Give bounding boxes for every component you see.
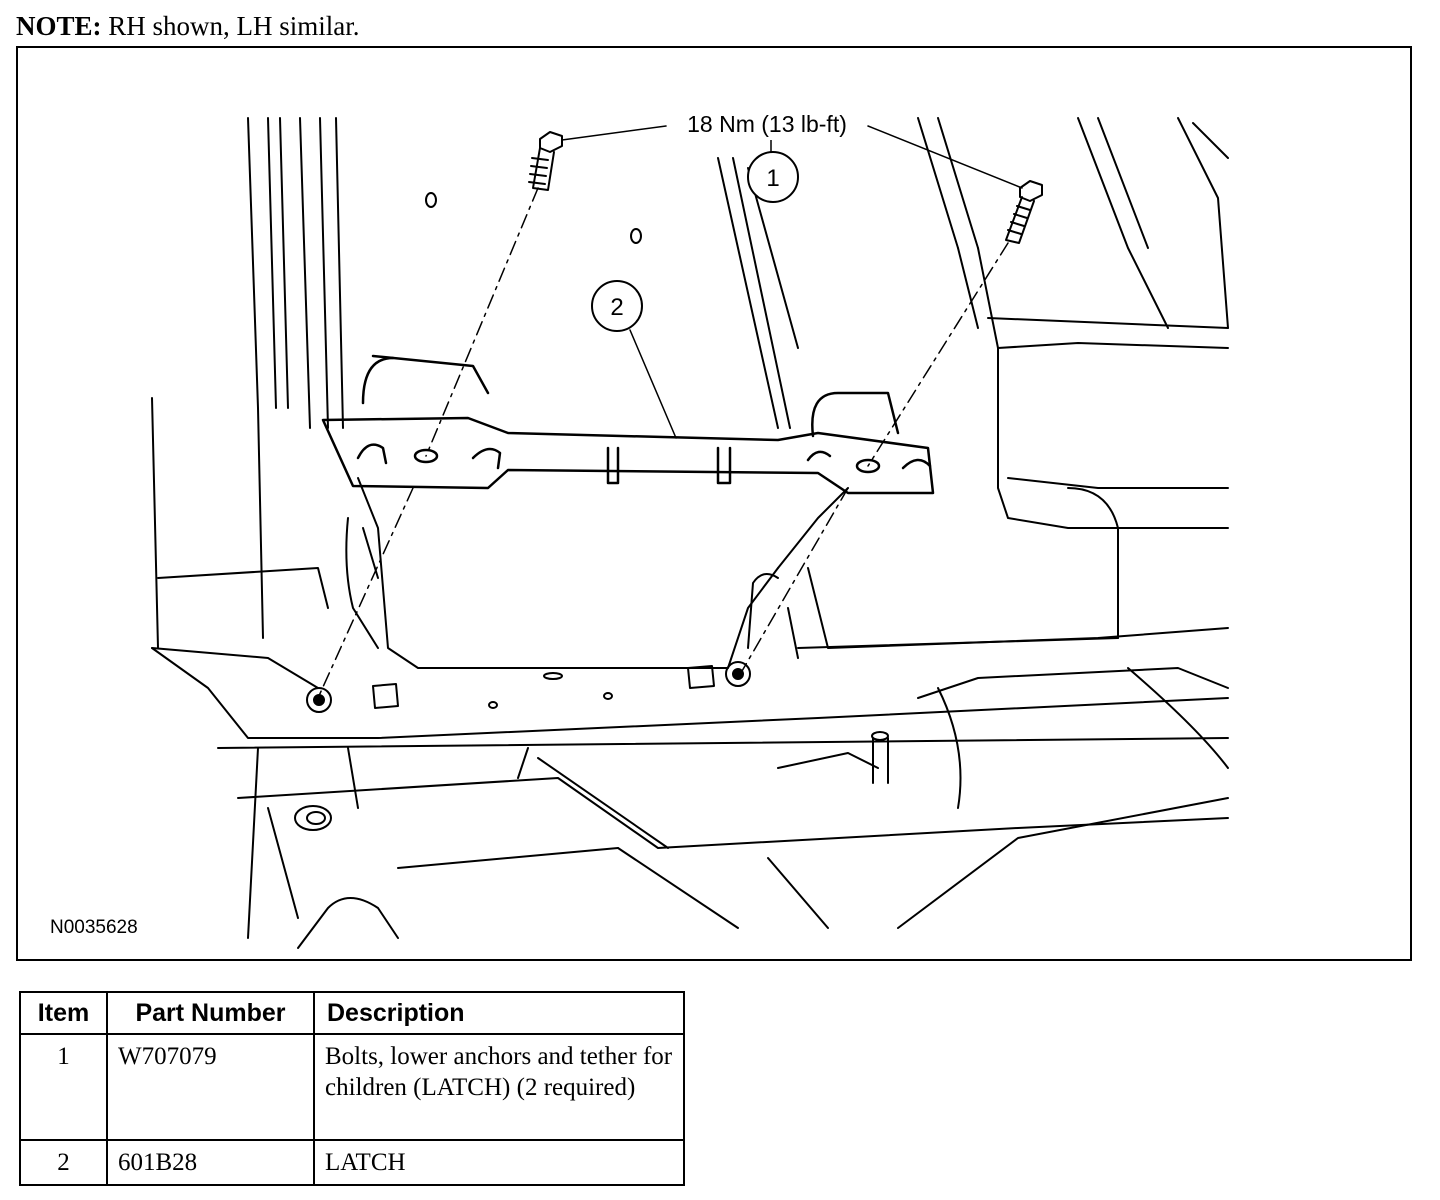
callout-2-label: 2 — [610, 294, 623, 321]
header-item: Item — [19, 991, 108, 1035]
table-row: 2 601B28 LATCH — [19, 1139, 685, 1186]
latch-installation-illustration: 1 2 18 Nm (13 lb-ft) N0035628 — [50, 111, 1229, 949]
floor-sill — [151, 647, 1229, 949]
parts-table: Item Part Number Description 1 W707079 B… — [19, 991, 685, 1186]
leader-lines — [317, 125, 1023, 699]
seat-back-panel — [345, 157, 1229, 669]
callout-2: 2 — [591, 280, 643, 332]
row-description: Bolts, lower anchors and tether for chil… — [313, 1033, 685, 1141]
callout-1: 1 — [747, 151, 799, 203]
illustration-frame: 1 2 18 Nm (13 lb-ft) N0035628 — [16, 46, 1412, 961]
callout-1-label: 1 — [766, 165, 779, 192]
row-part-number: W707079 — [106, 1033, 315, 1141]
note-text: RH shown, LH similar. — [108, 11, 360, 41]
figure-id: N0035628 — [50, 917, 138, 938]
anchor-points — [306, 192, 751, 713]
header-part-number: Part Number — [106, 991, 315, 1035]
bolt-right — [1005, 180, 1043, 244]
bolt-left — [528, 131, 563, 191]
note-line: NOTE: RH shown, LH similar. — [16, 10, 360, 42]
latch-bar — [321, 354, 935, 495]
torque-spec: 18 Nm (13 lb-ft) — [687, 111, 847, 137]
row-item: 2 — [19, 1139, 108, 1186]
left-pillar — [151, 117, 344, 689]
table-header-row: Item Part Number Description — [19, 991, 685, 1035]
row-part-number: 601B28 — [106, 1139, 315, 1186]
row-item: 1 — [19, 1033, 108, 1141]
right-seat-structure — [917, 117, 1229, 529]
header-description: Description — [313, 991, 685, 1035]
table-row: 1 W707079 Bolts, lower anchors and tethe… — [19, 1033, 685, 1141]
row-description: LATCH — [313, 1139, 685, 1186]
note-label: NOTE: — [16, 11, 102, 41]
